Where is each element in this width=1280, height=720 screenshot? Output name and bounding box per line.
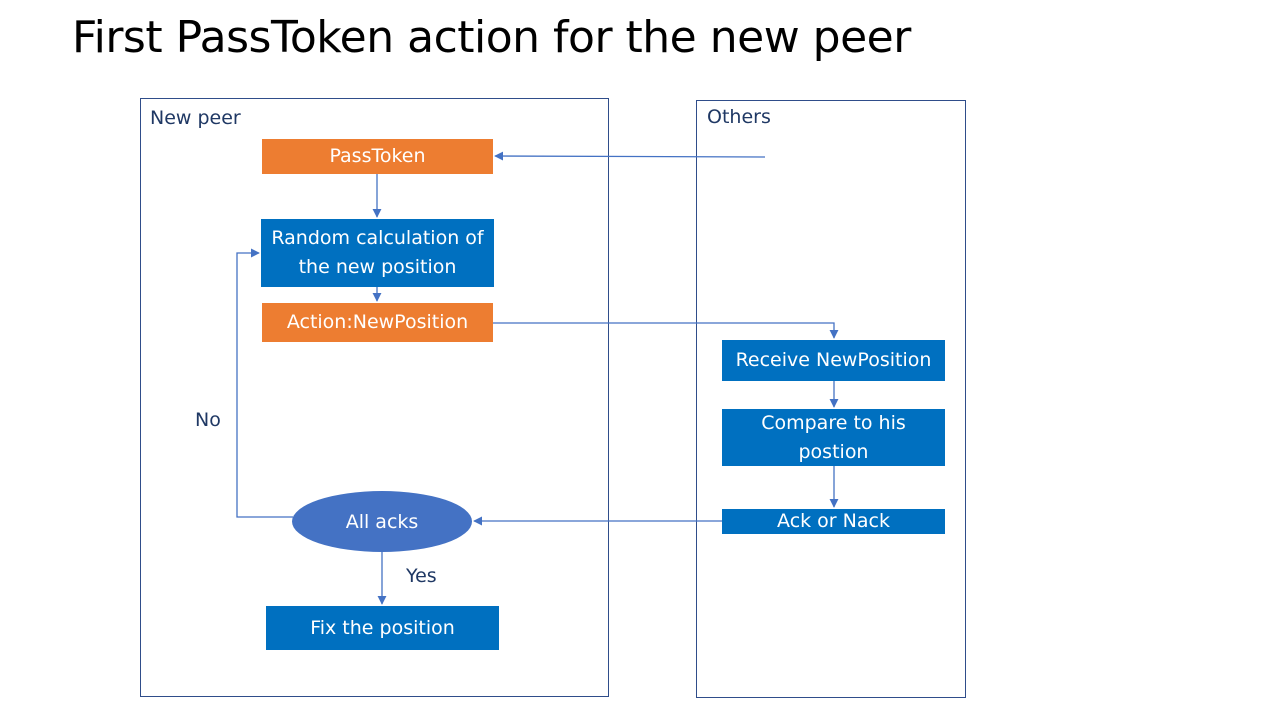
lane-label-others: Others — [707, 106, 771, 128]
node-compare: Compare to his postion — [722, 409, 945, 466]
node-pass-token: PassToken — [262, 139, 493, 174]
edge-allacks-no-loop — [236, 248, 293, 518]
lane-new-peer — [140, 98, 609, 697]
node-fix-position: Fix the position — [266, 606, 499, 650]
node-compare-label: Compare to his postion — [761, 411, 906, 463]
lane-label-new-peer: New peer — [150, 107, 241, 129]
edge-label-yes: Yes — [406, 565, 437, 587]
edge-others-to-passtoken — [494, 151, 766, 161]
slide-title: First PassToken action for the new peer — [72, 12, 911, 63]
edge-action-to-receive — [493, 322, 839, 339]
node-receive-new-position: Receive NewPosition — [722, 340, 945, 381]
node-action-new-position: Action:NewPosition — [262, 303, 493, 342]
node-random-calculation-label: Random calculation of the new position — [271, 227, 484, 278]
lane-others — [696, 100, 966, 698]
node-random-calculation: Random calculation of the new position — [261, 219, 494, 287]
edge-label-no: No — [195, 409, 221, 431]
node-all-acks: All acks — [292, 491, 472, 552]
node-ack-or-nack: Ack or Nack — [722, 509, 945, 534]
